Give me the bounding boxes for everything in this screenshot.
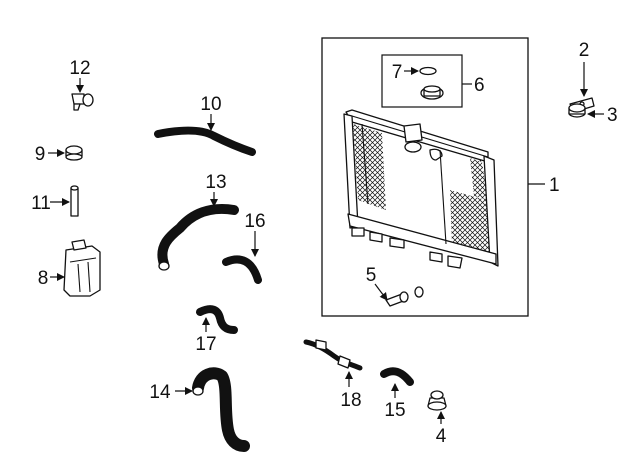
callout-11: 11 bbox=[31, 193, 51, 214]
callout-12: 12 bbox=[69, 58, 90, 79]
callout-4: 4 bbox=[436, 426, 447, 447]
callout-8: 8 bbox=[38, 268, 49, 289]
radiator-cap-part bbox=[420, 85, 444, 100]
fitting-part-12 bbox=[71, 93, 94, 111]
callout-9: 9 bbox=[35, 144, 46, 165]
callout-10: 10 bbox=[200, 94, 221, 115]
callout-7: 7 bbox=[392, 62, 403, 83]
callout-3: 3 bbox=[607, 105, 618, 126]
hose-part-17 bbox=[196, 305, 238, 334]
callout-13: 13 bbox=[205, 172, 226, 193]
hose-part-14 bbox=[192, 367, 250, 452]
callout-6: 6 bbox=[474, 75, 485, 96]
callout-5: 5 bbox=[366, 265, 377, 286]
hose-part-16 bbox=[222, 255, 262, 284]
hose-part-13 bbox=[157, 204, 239, 271]
reservoir-tank-part bbox=[63, 239, 101, 297]
callout-17: 17 bbox=[195, 334, 216, 355]
tube-part-11 bbox=[70, 185, 79, 217]
radiator-group-frame bbox=[321, 37, 529, 317]
callout-16: 16 bbox=[244, 211, 265, 232]
hose-part-10 bbox=[154, 126, 256, 156]
radiator-core bbox=[343, 109, 499, 269]
radiator-assembly bbox=[321, 37, 529, 317]
pipe-part-18 bbox=[303, 339, 363, 371]
drain-plug-part bbox=[385, 286, 424, 307]
cushion-part-4 bbox=[427, 390, 447, 411]
callout-1: 1 bbox=[549, 175, 560, 196]
leader-lines bbox=[48, 62, 604, 424]
callout-14: 14 bbox=[149, 382, 171, 403]
callout-labels: 1 2 3 4 5 6 7 8 9 10 11 12 13 14 15 16 1… bbox=[31, 40, 617, 447]
callout-2: 2 bbox=[579, 40, 590, 61]
hose-part-15 bbox=[380, 367, 414, 386]
callout-15: 15 bbox=[384, 400, 405, 421]
cap-inset-frame bbox=[381, 54, 463, 108]
cap-part-9 bbox=[65, 145, 83, 161]
callout-18: 18 bbox=[340, 390, 361, 411]
o-ring-part bbox=[419, 66, 437, 76]
cushion-part-3 bbox=[568, 103, 586, 118]
